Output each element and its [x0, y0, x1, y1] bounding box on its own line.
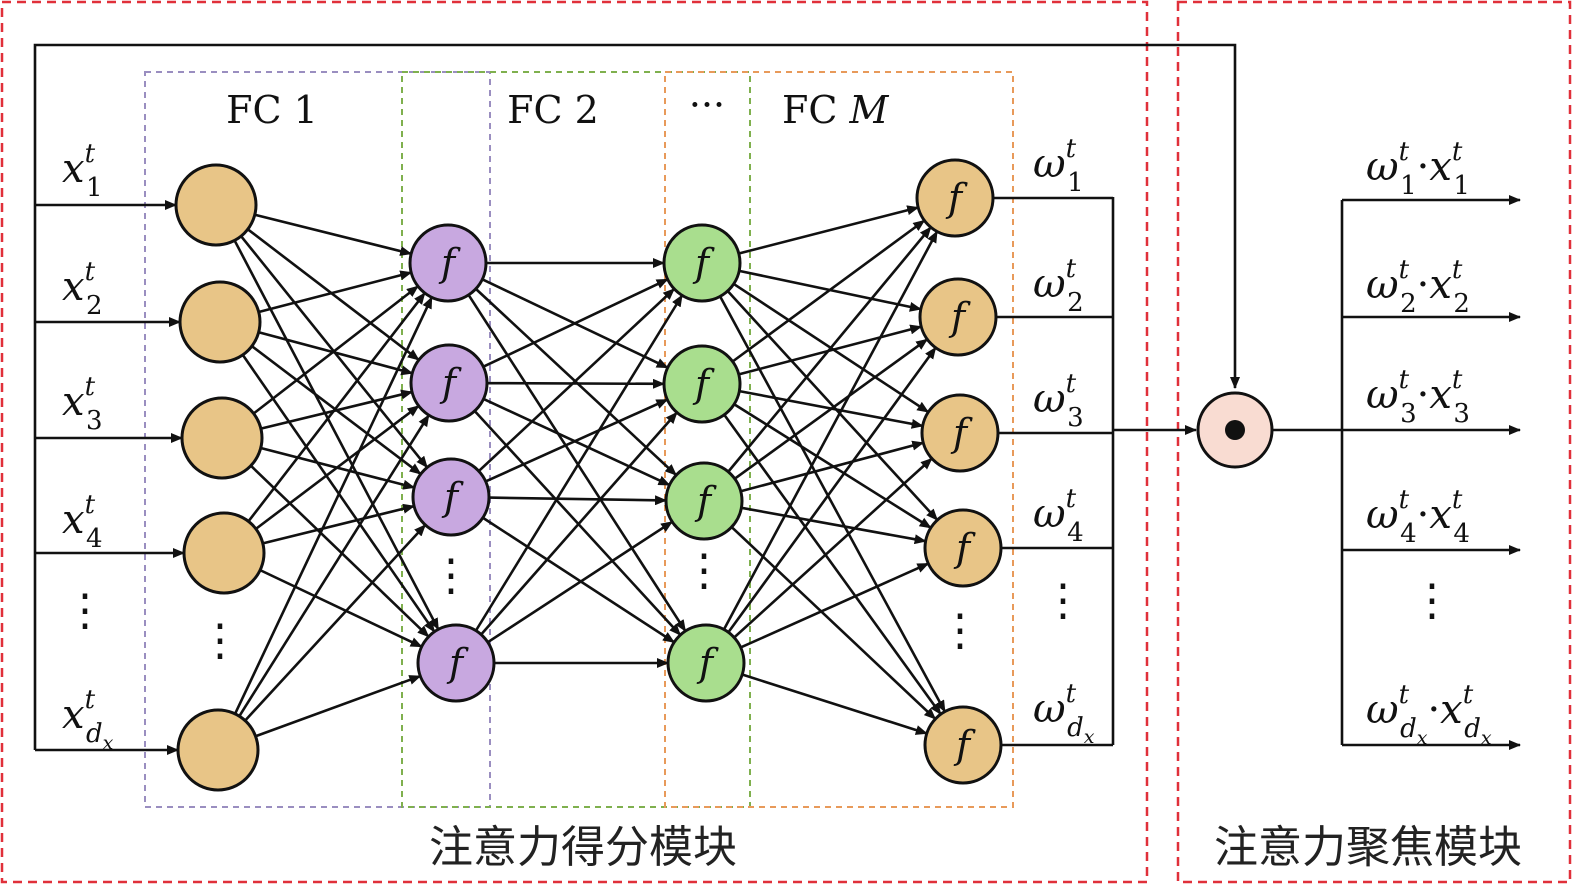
- edge-fc2-output: [722, 230, 939, 631]
- edge-fc1-fc2: [485, 398, 669, 483]
- input-node: [178, 280, 262, 364]
- edge-input-fc1: [258, 331, 414, 376]
- edge-fc2-output: [731, 219, 926, 363]
- fc2-layer-box: [401, 71, 751, 808]
- weight-output-lines: [993, 196, 1197, 747]
- vertical-ellipsis: ⋮: [1410, 575, 1454, 626]
- edge-input-fc1: [233, 239, 440, 631]
- fc1-node: [411, 457, 491, 537]
- edge-fc2-output: [726, 290, 939, 521]
- edge-fc2-output: [727, 346, 937, 634]
- edge-input-fc1: [244, 524, 427, 722]
- attention-focus-module-border: [1176, 0, 1572, 884]
- fc1-node: [409, 343, 489, 423]
- vertical-ellipsis: ⋮: [198, 615, 242, 666]
- attention-score-module-border: [0, 0, 1149, 884]
- edge-fc2-output: [733, 457, 933, 639]
- edge-fc1-fc2: [482, 397, 671, 487]
- attention-score-module-label: 注意力得分模块: [429, 822, 737, 873]
- output-lines: [1272, 195, 1521, 750]
- edge-input-fc1: [258, 270, 413, 314]
- edge-fc2-output: [730, 526, 937, 720]
- input-node: [182, 511, 266, 595]
- vertical-ellipsis: ⋮: [429, 550, 473, 601]
- vertical-ellipsis: ⋮: [1041, 575, 1085, 626]
- edge-input-fc1: [252, 285, 419, 415]
- input-node: [174, 163, 258, 247]
- edge-input-fc1: [260, 389, 414, 430]
- vertical-ellipsis: ⋮: [63, 585, 107, 636]
- edge-fc1-fc2: [474, 294, 684, 632]
- fc2-label: FC 2: [507, 88, 599, 132]
- fcm-label: FC M: [782, 88, 890, 132]
- fc2-node: [662, 223, 742, 303]
- edge-input-fc1: [259, 568, 423, 648]
- fc2-node: [662, 344, 742, 424]
- input-node: [176, 708, 260, 792]
- fc1-label: FC 1: [226, 88, 318, 132]
- edge-fc1-fc2: [487, 520, 674, 644]
- edge-fc2-output: [727, 226, 932, 473]
- edge-fc2-output: [734, 338, 929, 480]
- fc2-node: [664, 461, 744, 541]
- edge-input-fc1: [254, 213, 413, 256]
- edge-fc1-fc2: [482, 516, 675, 644]
- edge-input-fc1: [247, 292, 426, 523]
- edge-fc2-output: [740, 440, 925, 493]
- vertical-ellipsis: ⋮: [682, 545, 726, 596]
- edge-input-fc1: [233, 296, 433, 715]
- edge-fc1-fc2: [486, 378, 666, 389]
- input-lines: [33, 43, 1240, 755]
- vertical-ellipsis: ⋮: [938, 605, 982, 656]
- edge-fc1-fc2: [477, 287, 676, 473]
- edge-input-fc1: [255, 674, 422, 738]
- input-node: [180, 396, 264, 480]
- connection-edges: [233, 205, 947, 738]
- edge-fc2-output: [738, 205, 920, 255]
- edge-fc1-fc2: [482, 278, 669, 368]
- edge-fc2-output: [741, 673, 928, 735]
- edge-fc2-output: [718, 295, 947, 713]
- edge-fc2-output: [741, 506, 927, 545]
- layer-ellipsis: ···: [689, 83, 725, 127]
- edge-fc1-fc2: [488, 495, 668, 506]
- fcm-layer-box: [664, 71, 1014, 808]
- edge-fc2-output: [723, 414, 942, 716]
- edge-fc1-fc2: [480, 411, 678, 636]
- fc2-node: [666, 623, 746, 703]
- edge-fc1-fc2: [473, 410, 682, 636]
- skip-connection-line: [33, 43, 1240, 750]
- hadamard-dot-icon: [1225, 420, 1245, 440]
- edge-fc2-output: [740, 562, 930, 649]
- edge-input-fc1: [249, 464, 430, 638]
- edge-input-fc1: [238, 414, 430, 717]
- fc1-node: [408, 223, 488, 303]
- edge-input-fc1: [262, 503, 416, 545]
- edge-input-fc1: [255, 404, 420, 530]
- fc1-node: [416, 623, 496, 703]
- attention-focus-module-label: 注意力聚焦模块: [1214, 822, 1522, 873]
- edge-fc1-fc2: [467, 294, 687, 632]
